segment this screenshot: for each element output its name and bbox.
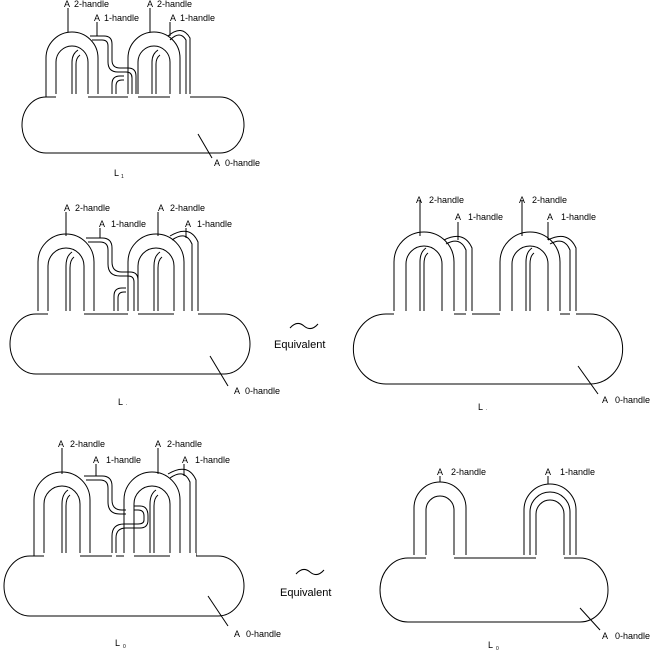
mr-1handle-a1-label: 1-handle bbox=[468, 212, 503, 222]
top-0handle-label: 0-handle bbox=[225, 158, 260, 168]
mr-2handle-a1-prefix: A bbox=[416, 195, 422, 205]
br-0handle-label: 0-handle bbox=[615, 631, 650, 641]
middle-equivalent-label: Equivalent bbox=[274, 339, 325, 351]
br-1handle-prefix: A bbox=[545, 467, 551, 477]
ml-1handle-a2-prefix: A bbox=[185, 219, 191, 229]
bl-1handle-a1-label: 1-handle bbox=[106, 455, 141, 465]
top-2handle-a2-prefix: A bbox=[147, 0, 153, 9]
mr-0handle-prefix: A bbox=[602, 395, 608, 405]
mr-diagram-name: L bbox=[478, 402, 483, 412]
mr-1handle-a1-prefix: A bbox=[455, 212, 461, 222]
diagram-middle-left bbox=[9, 212, 251, 387]
ml-2handle-a1-prefix: A bbox=[64, 203, 70, 213]
top-diagram-name: L bbox=[114, 168, 119, 178]
bl-0handle-prefix: A bbox=[234, 629, 240, 639]
mr-2handle-a1-label: 2-handle bbox=[429, 195, 464, 205]
top-1handle-a2-label: 1-handle bbox=[180, 13, 215, 23]
top-1handle-a1-label: 1-handle bbox=[104, 13, 139, 23]
middle-tilde-symbol bbox=[289, 322, 319, 330]
top-1handle-a1-prefix: A bbox=[94, 13, 100, 23]
mr-diagram-subscript: . bbox=[486, 406, 487, 412]
diagram-bottom-left bbox=[3, 448, 245, 627]
bl-diagram-subscript: 0 bbox=[123, 644, 126, 650]
bottom-tilde-symbol bbox=[295, 568, 325, 576]
ml-diagram-name: L bbox=[118, 397, 123, 407]
top-1handle-a2-prefix: A bbox=[170, 13, 176, 23]
top-2handle-a1-label: 2-handle bbox=[74, 0, 109, 9]
bl-1handle-a1-prefix: A bbox=[93, 455, 99, 465]
top-2handle-a1-prefix: A bbox=[64, 0, 70, 9]
bl-1handle-a2-label: 1-handle bbox=[195, 455, 230, 465]
ml-1handle-a1-label: 1-handle bbox=[111, 219, 146, 229]
bl-0handle-label: 0-handle bbox=[246, 629, 281, 639]
br-diagram-name: L bbox=[488, 640, 493, 650]
br-2handle-prefix: A bbox=[437, 467, 443, 477]
bl-1handle-a2-prefix: A bbox=[182, 455, 188, 465]
mr-1handle-a2-prefix: A bbox=[547, 212, 553, 222]
mr-2handle-a2-prefix: A bbox=[519, 195, 525, 205]
diagram-middle-right bbox=[352, 200, 624, 395]
ml-2handle-a2-prefix: A bbox=[158, 203, 164, 213]
mr-1handle-a2-label: 1-handle bbox=[561, 212, 596, 222]
br-1handle-label: 1-handle bbox=[560, 467, 595, 477]
ml-1handle-a2-label: 1-handle bbox=[197, 219, 232, 229]
br-0handle-prefix: A bbox=[602, 631, 608, 641]
top-2handle-a2-label: 2-handle bbox=[157, 0, 192, 9]
ml-diagram-subscript: . bbox=[126, 401, 127, 407]
mr-2handle-a2-label: 2-handle bbox=[532, 195, 567, 205]
diagram-top bbox=[21, 8, 245, 159]
bl-2handle-a2-prefix: A bbox=[155, 439, 161, 449]
bl-2handle-a1-label: 2-handle bbox=[70, 439, 105, 449]
diagram-bottom-right bbox=[379, 476, 609, 631]
ml-2handle-a2-label: 2-handle bbox=[170, 203, 205, 213]
ml-1handle-a1-prefix: A bbox=[99, 219, 105, 229]
br-2handle-label: 2-handle bbox=[451, 467, 486, 477]
bl-2handle-a1-prefix: A bbox=[58, 439, 64, 449]
ml-0handle-prefix: A bbox=[234, 386, 240, 396]
mr-0handle-label: 0-handle bbox=[615, 395, 650, 405]
top-0handle-prefix: A bbox=[214, 158, 220, 168]
br-diagram-subscript: 0 bbox=[496, 646, 499, 650]
top-diagram-subscript: 1 bbox=[121, 174, 124, 180]
bl-diagram-name: L bbox=[115, 638, 120, 648]
ml-0handle-label: 0-handle bbox=[245, 386, 280, 396]
bl-2handle-a2-label: 2-handle bbox=[167, 439, 202, 449]
bottom-equivalent-label: Equivalent bbox=[280, 587, 331, 599]
ml-2handle-a1-label: 2-handle bbox=[75, 203, 110, 213]
